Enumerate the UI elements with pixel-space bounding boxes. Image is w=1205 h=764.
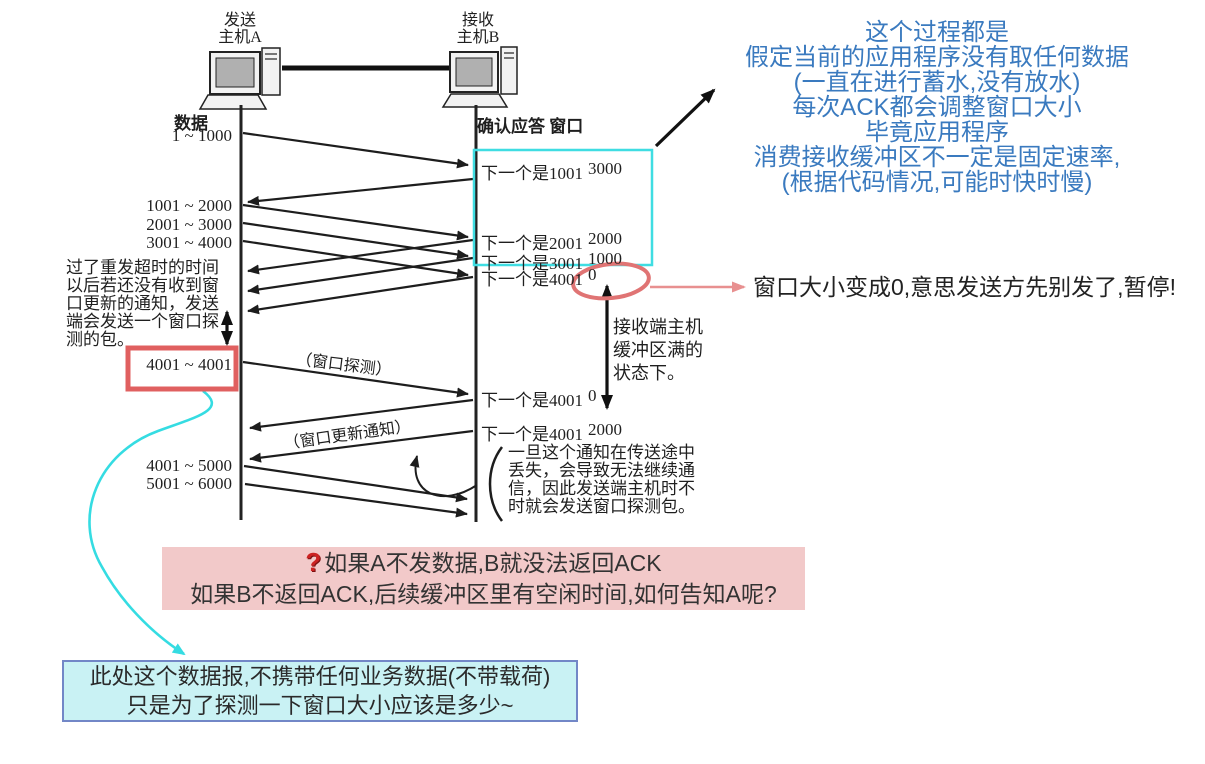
ack-window-value: 0 [588, 386, 597, 405]
timeout-note-line: 测的包。 [66, 330, 134, 349]
ack-label: 下一个是4001 [481, 425, 583, 444]
host-b-icon [441, 46, 518, 108]
question-note-box: ?如果A不发数据,B就没法返回ACK 如果B不返回ACK,后续缓冲区里有空闲时间… [162, 547, 805, 610]
segment-label: 1001 ~ 2000 [146, 196, 232, 215]
probe-packet-note-line2: 只是为了探测一下窗口大小应该是多少~ [126, 693, 514, 718]
blue-note-line: 消费接收缓冲区不一定是固定速率, [753, 144, 1121, 171]
host-b-label-line2: 主机B [456, 29, 500, 46]
question-note-line1: ?如果A不发数据,B就没法返回ACK [162, 547, 805, 579]
host-a-label: 发送 主机A [203, 12, 277, 46]
buffer-full-note-line: 缓冲区满的 [613, 340, 703, 360]
ack-window-value: 0 [588, 265, 597, 284]
ack-label: 下一个是1001 [481, 164, 583, 183]
blue-note-line: 毕竟应用程序 [865, 119, 1009, 146]
segment-label: 2001 ~ 3000 [146, 215, 232, 234]
ack-label: 下一个是2001 [481, 234, 583, 253]
ack-highlight-box [472, 148, 654, 267]
question-note-line1-text: 如果A不发数据,B就没法返回ACK [324, 550, 662, 576]
ack-window-value: 3000 [588, 159, 622, 178]
host-a-label-line1: 发送 [223, 12, 256, 29]
question-icon: ? [305, 547, 322, 577]
segment-label: 3001 ~ 4000 [146, 233, 232, 252]
loss-note-line: 丢失，会导致无法继续通 [508, 461, 695, 480]
ack-window-value: 2000 [588, 229, 622, 248]
host-b-label-line1: 接收 [461, 12, 494, 29]
ack-label: 下一个是4001 [481, 270, 583, 289]
zero-window-note: 窗口大小变成0,意思发送方先别发了,暂停! [753, 274, 1176, 300]
timeout-note-line: 端会发送一个窗口探 [66, 312, 219, 331]
host-a-icon [198, 47, 281, 110]
ack-row-zero-window: 下一个是4001 0 [481, 265, 651, 290]
ack-column-header: 确认应答 窗口 [477, 117, 584, 136]
ack-arrows [247, 177, 474, 463]
data-arrows [242, 131, 469, 518]
probe-callout-curve [88, 389, 214, 656]
ack-row: 下一个是1001 3000 [481, 159, 651, 184]
blue-note-line: (根据代码情况,可能时快时慢) [781, 169, 1093, 196]
ack-row: 下一个是3001 1000 [481, 249, 651, 274]
data-column-header: 数据 [174, 114, 208, 133]
probe-segment-label: 4001 ~ 4001 [146, 355, 232, 374]
zero-window-circle [571, 261, 651, 301]
loss-note-arrow [409, 455, 478, 498]
blue-note-pointer-arrow [654, 88, 716, 148]
timeout-note-line: 过了重发超时的时间 [66, 258, 219, 277]
buffer-full-note: 接收端主机 缓冲区满的 状态下。 [613, 316, 703, 385]
ack-label: 下一个是4001 [481, 391, 583, 410]
blue-annotation-note: 这个过程都是 假定当前的应用程序没有取任何数据 (一直在进行蓄水,没有放水) 每… [702, 20, 1172, 195]
blue-note-line: 假定当前的应用程序没有取任何数据 [745, 44, 1129, 71]
ack-row-zero-window: 下一个是4001 0 [481, 386, 651, 411]
segment-label: 5001 ~ 6000 [146, 474, 232, 493]
loss-note: 一旦这个通知在传送途中 丢失，会导致无法继续通 信，因此发送端主机时不 时就会发… [508, 444, 695, 516]
ack-row-window-update: 下一个是4001 2000 [481, 420, 651, 445]
loss-note-brace [488, 446, 503, 522]
probe-packet-note-line1: 此处这个数据报,不携带任何业务数据(不带载荷) [89, 664, 551, 689]
segment-label: 1 ~ 1000 [171, 126, 232, 145]
segment-label: 4001 ~ 5000 [146, 456, 232, 475]
timeout-note: 过了重发超时的时间 以后若还没有收到窗 口更新的通知，发送 端会发送一个窗口探 … [66, 259, 219, 349]
buffer-full-note-line: 状态下。 [613, 363, 685, 383]
probe-arrow [242, 360, 469, 398]
blue-note-line: 每次ACK都会调整窗口大小 [792, 94, 1082, 121]
ack-label: 下一个是3001 [481, 254, 583, 273]
timeout-note-line: 以后若还没有收到窗 [66, 276, 219, 295]
ack-row: 下一个是2001 2000 [481, 229, 651, 254]
window-update-arrow [249, 429, 474, 463]
loss-note-line: 信，因此发送端主机时不 [508, 479, 695, 498]
buffer-full-note-line: 接收端主机 [613, 317, 703, 337]
probe-highlight-box [125, 345, 239, 392]
ack-window-value: 1000 [588, 249, 622, 268]
blue-note-line: 这个过程都是 [865, 19, 1009, 46]
loss-note-line: 时就会发送窗口探测包。 [508, 497, 695, 516]
question-note-line2: 如果B不返回ACK,后续缓冲区里有空闲时间,如何告知A呢? [190, 581, 777, 607]
blue-note-line: (一直在进行蓄水,没有放水) [793, 69, 1081, 96]
host-a-label-line2: 主机A [218, 29, 262, 46]
host-b-label: 接收 主机B [441, 12, 515, 46]
timeout-note-line: 口更新的通知，发送 [66, 294, 219, 313]
loss-note-line: 一旦这个通知在传送途中 [508, 443, 695, 462]
probe-packet-note-box: 此处这个数据报,不携带任何业务数据(不带载荷) 只是为了探测一下窗口大小应该是多… [62, 660, 578, 722]
ack-window-value: 2000 [588, 420, 622, 439]
